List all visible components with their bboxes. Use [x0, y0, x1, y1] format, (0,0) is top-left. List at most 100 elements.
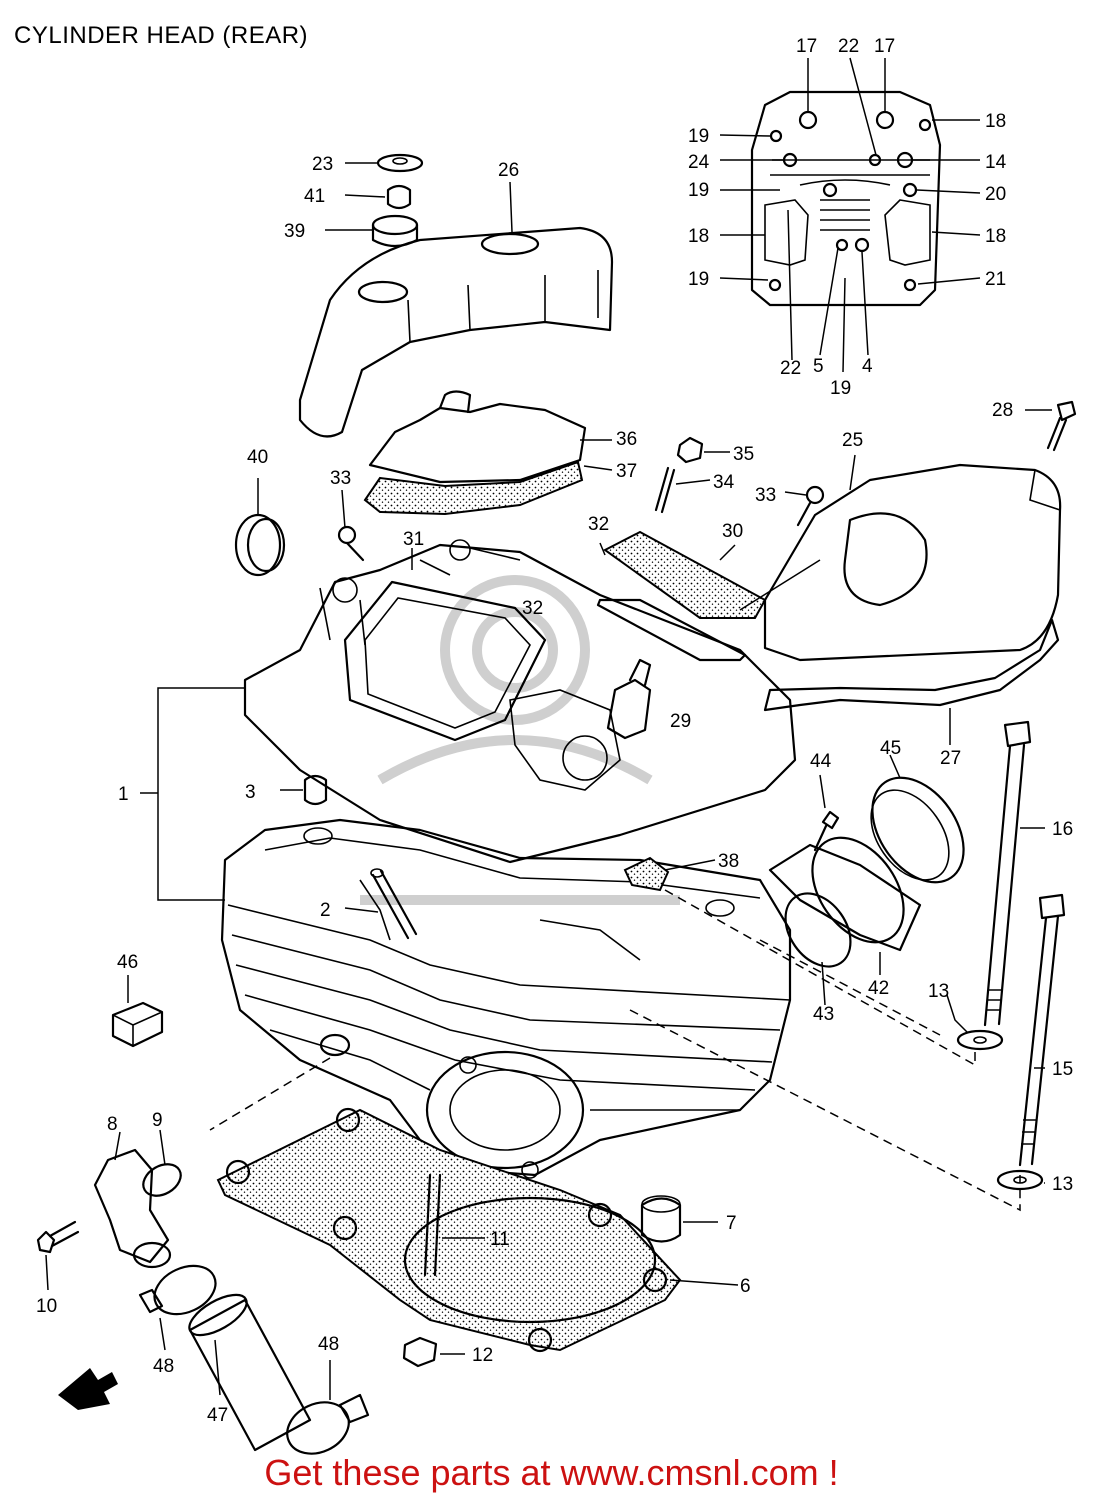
callout-19-b: 19: [688, 180, 709, 201]
callout-20: 20: [985, 184, 1006, 205]
callout-33-right: 33: [755, 485, 776, 506]
callout-31: 31: [403, 529, 424, 550]
callout-4: 4: [862, 356, 873, 377]
callout-45: 45: [880, 738, 901, 759]
bolt-15: [1018, 893, 1066, 1167]
stud-11: [423, 1173, 442, 1277]
bolt-10: [36, 1220, 80, 1254]
callout-18-top: 18: [985, 111, 1006, 132]
leader-lines: [45, 57, 1052, 1400]
callout-labels: 1 2 3 4 5 6 7 8 9 10 11 12 13 13 14 15 1…: [36, 36, 1073, 1426]
dowel-3: [303, 774, 328, 806]
footer-link[interactable]: Get these parts at www.cmsnl.com !: [264, 1452, 839, 1493]
breather-gasket-37: [363, 460, 584, 516]
callout-27: 27: [940, 748, 961, 769]
callout-41: 41: [304, 186, 325, 207]
screw-44: [813, 810, 840, 852]
page-title: CYLINDER HEAD (REAR): [14, 22, 309, 49]
seal-40: [234, 513, 286, 577]
inspection-cover-31: [343, 580, 547, 742]
callout-11: 11: [490, 1229, 510, 1250]
pad-38: [623, 856, 670, 892]
callout-19-c: 19: [688, 269, 709, 290]
callout-13-lower: 13: [1052, 1174, 1073, 1195]
callout-37: 37: [616, 461, 637, 482]
o-ring-43: [784, 892, 852, 968]
callout-15: 15: [1052, 1059, 1073, 1080]
front-arrow-icon: [58, 1368, 118, 1410]
cylinder-head-lower: [220, 818, 792, 1179]
spark-plug-29: [606, 658, 652, 740]
callout-14: 14: [985, 152, 1007, 173]
dowel-7: [640, 1195, 682, 1243]
bolt-28: [1046, 400, 1077, 452]
cap-nut-41: [386, 184, 412, 210]
callout-18-left: 18: [688, 226, 709, 247]
callout-12: 12: [472, 1345, 493, 1366]
callout-9: 9: [152, 1110, 163, 1131]
rocker-cover-25: [763, 463, 1062, 662]
callout-32-top: 32: [588, 514, 609, 535]
callout-21: 21: [985, 269, 1006, 290]
callout-30: 30: [722, 521, 743, 542]
bolt-16: [983, 720, 1032, 1027]
callout-28: 28: [992, 400, 1013, 421]
callout-22-top: 22: [838, 36, 859, 57]
callout-43: 43: [813, 1004, 834, 1025]
callout-25: 25: [842, 430, 863, 451]
callout-1: 1: [118, 784, 129, 805]
callout-19-d: 19: [830, 378, 851, 399]
callout-17-right: 17: [874, 36, 895, 57]
watermark-logo: [360, 575, 680, 905]
callout-13-upper: 13: [928, 981, 949, 1002]
gasket-32: [596, 598, 747, 662]
callout-36: 36: [616, 429, 637, 450]
callout-7: 7: [726, 1213, 737, 1234]
callout-23: 23: [312, 154, 333, 175]
intake-pipe-42: [768, 836, 922, 952]
cylinder-head-upper: [243, 539, 797, 864]
callout-34: 34: [713, 472, 735, 493]
callout-33-left: 33: [330, 468, 351, 489]
callout-32-mid: 32: [522, 598, 543, 619]
bracket-1: [140, 687, 245, 901]
callout-6: 6: [740, 1276, 751, 1297]
callout-47: 47: [207, 1405, 228, 1426]
callout-10: 10: [36, 1296, 57, 1317]
callout-3: 3: [245, 782, 256, 803]
hose-clamp-48-upper: [138, 1264, 217, 1316]
nut-35: [676, 436, 704, 464]
callout-5: 5: [813, 356, 824, 377]
plug-12: [402, 1336, 438, 1368]
bolt-33-left: [337, 525, 365, 562]
callout-8: 8: [107, 1114, 118, 1135]
water-fitting-8: [93, 1148, 172, 1269]
callout-18-right: 18: [985, 226, 1006, 247]
callout-38: 38: [718, 851, 739, 872]
callout-39: 39: [284, 221, 305, 242]
hose-47: [188, 1293, 312, 1452]
bolt-33-right: [796, 485, 825, 527]
callout-29: 29: [670, 711, 691, 732]
callout-24: 24: [688, 152, 710, 173]
top-cover-26: [298, 226, 614, 438]
breather-cover-36: [368, 390, 587, 484]
callout-19-a: 19: [688, 126, 709, 147]
washer-13-upper: [956, 1029, 1004, 1051]
gasket-30: [603, 530, 767, 619]
callout-40: 40: [247, 447, 268, 468]
callout-48-left: 48: [153, 1356, 174, 1377]
rocker-gasket-27: [763, 618, 1060, 712]
callout-22-bottom: 22: [780, 358, 801, 379]
callout-2: 2: [320, 900, 331, 921]
callout-16: 16: [1052, 819, 1073, 840]
inset-cover-gasket: [750, 90, 942, 307]
callout-35: 35: [733, 444, 754, 465]
stud-2: [370, 868, 418, 940]
clamp-45: [870, 776, 965, 884]
o-ring-9: [142, 1163, 182, 1197]
hose-clamp-48-lower: [286, 1393, 370, 1455]
head-gasket-6: [216, 1107, 682, 1353]
callout-44: 44: [810, 751, 832, 772]
